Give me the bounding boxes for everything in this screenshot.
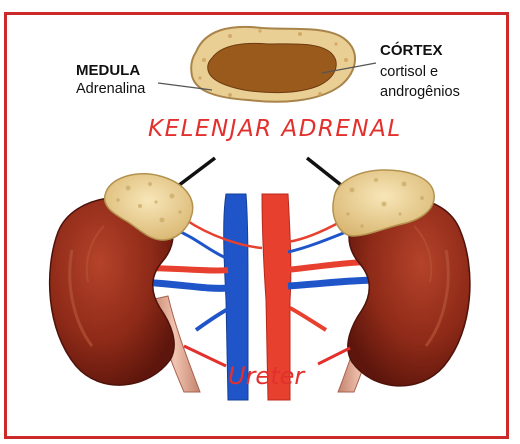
medula-hormone: Adrenalina (76, 81, 145, 97)
cortex-hormone-line2: androgênios (380, 84, 460, 100)
gland-label: KELENJAR ADRENAL (148, 116, 402, 142)
ureter-label: Ureter (228, 362, 304, 390)
adrenal-cross-section (191, 27, 355, 102)
left-ureter-pointer (184, 346, 226, 366)
right-ureter-pointer (318, 348, 350, 364)
medula-title: MEDULA (76, 62, 140, 79)
cortex-title: CÓRTEX (380, 42, 443, 59)
cortex-hormone-line1: cortisol e (380, 64, 438, 80)
